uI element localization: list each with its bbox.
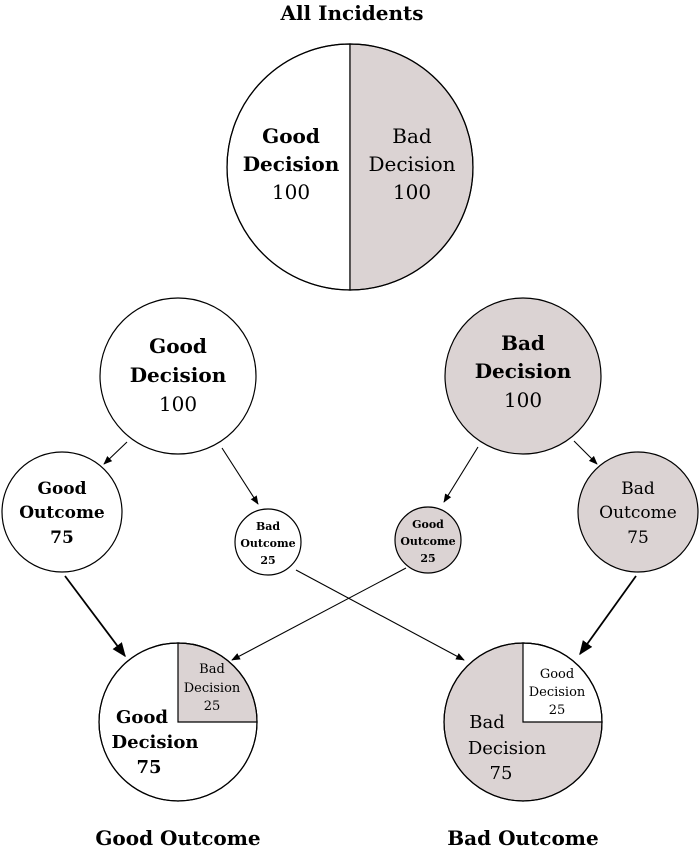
good-outcome-circle: Bad Decision 25 Good Decision 75: [98, 642, 258, 802]
bad-decision-bad-outcome-circle: Bad Outcome 75: [577, 451, 699, 573]
bb-line2: Outcome: [599, 503, 677, 523]
bb-line1: Bad: [621, 479, 655, 499]
arrow-bad-good-to-good-outcome-result: [231, 567, 407, 661]
arrow-bad-decision-to-bad-outcome: [573, 440, 598, 465]
good-decision-circle: Good Decision 100: [99, 297, 257, 455]
all-bad-line2: Decision: [368, 152, 455, 176]
arrow-bad-bad-to-bad-outcome-result: [579, 575, 637, 656]
go-slice-value: 25: [204, 699, 221, 714]
bg-line2: Outcome: [400, 535, 455, 548]
bad-outcome-circle: Good Decision 25 Bad Decision 75: [443, 642, 603, 802]
all-good-line2: Decision: [243, 152, 340, 176]
bo-slice-value: 25: [549, 703, 566, 718]
good-decision-bad-outcome-circle: Bad Outcome 25: [234, 508, 302, 576]
arrow-good-bad-to-bad-outcome-result: [295, 569, 465, 661]
gb-line1: Bad: [256, 520, 280, 533]
bo-slice-line2: Decision: [529, 685, 586, 700]
mid-good-line1: Good: [149, 334, 207, 358]
mid-bad-line2: Decision: [475, 359, 572, 383]
bad-decision-circle: Bad Decision 100: [444, 297, 602, 455]
mid-bad-value: 100: [504, 388, 542, 412]
arrow-good-good-to-good-outcome-result: [64, 575, 126, 658]
all-bad-value: 100: [393, 180, 431, 204]
gg-value: 75: [50, 528, 74, 548]
go-slice-line2: Decision: [184, 681, 241, 696]
mid-bad-line1: Bad: [501, 331, 545, 355]
go-main-line1: Good: [116, 707, 168, 728]
good-decision-good-outcome-circle: Good Outcome 75: [1, 451, 123, 573]
bb-value: 75: [627, 528, 649, 548]
bo-main-value: 75: [490, 763, 513, 784]
all-good-value: 100: [272, 180, 310, 204]
arrow-bad-decision-to-good-outcome: [443, 446, 479, 503]
gg-line1: Good: [37, 479, 86, 499]
all-bad-line1: Bad: [392, 124, 432, 148]
mid-good-value: 100: [159, 392, 197, 416]
bg-line1: Good: [412, 518, 444, 531]
arrow-good-decision-to-bad-outcome: [221, 447, 259, 505]
go-main-line2: Decision: [112, 732, 199, 753]
all-good-line1: Good: [262, 124, 320, 148]
gg-line2: Outcome: [19, 503, 105, 523]
bo-main-line1: Bad: [469, 712, 504, 733]
gb-line2: Outcome: [240, 537, 295, 550]
bad-decision-good-outcome-circle: Good Outcome 25: [394, 506, 462, 574]
bg-value: 25: [420, 552, 435, 565]
go-slice-line1: Bad: [199, 662, 225, 677]
bo-slice-line1: Good: [540, 667, 574, 682]
all-incidents-title: All Incidents: [279, 1, 423, 25]
all-incidents-circle: Good Decision 100 Bad Decision 100: [226, 43, 474, 291]
bad-outcome-title: Bad Outcome: [447, 826, 598, 847]
gb-value: 25: [260, 554, 275, 567]
bo-main-line2: Decision: [468, 738, 547, 759]
mid-good-line2: Decision: [130, 363, 227, 387]
arrow-good-decision-to-good-outcome: [103, 441, 128, 465]
good-outcome-title: Good Outcome: [95, 826, 260, 847]
go-main-value: 75: [136, 757, 161, 778]
